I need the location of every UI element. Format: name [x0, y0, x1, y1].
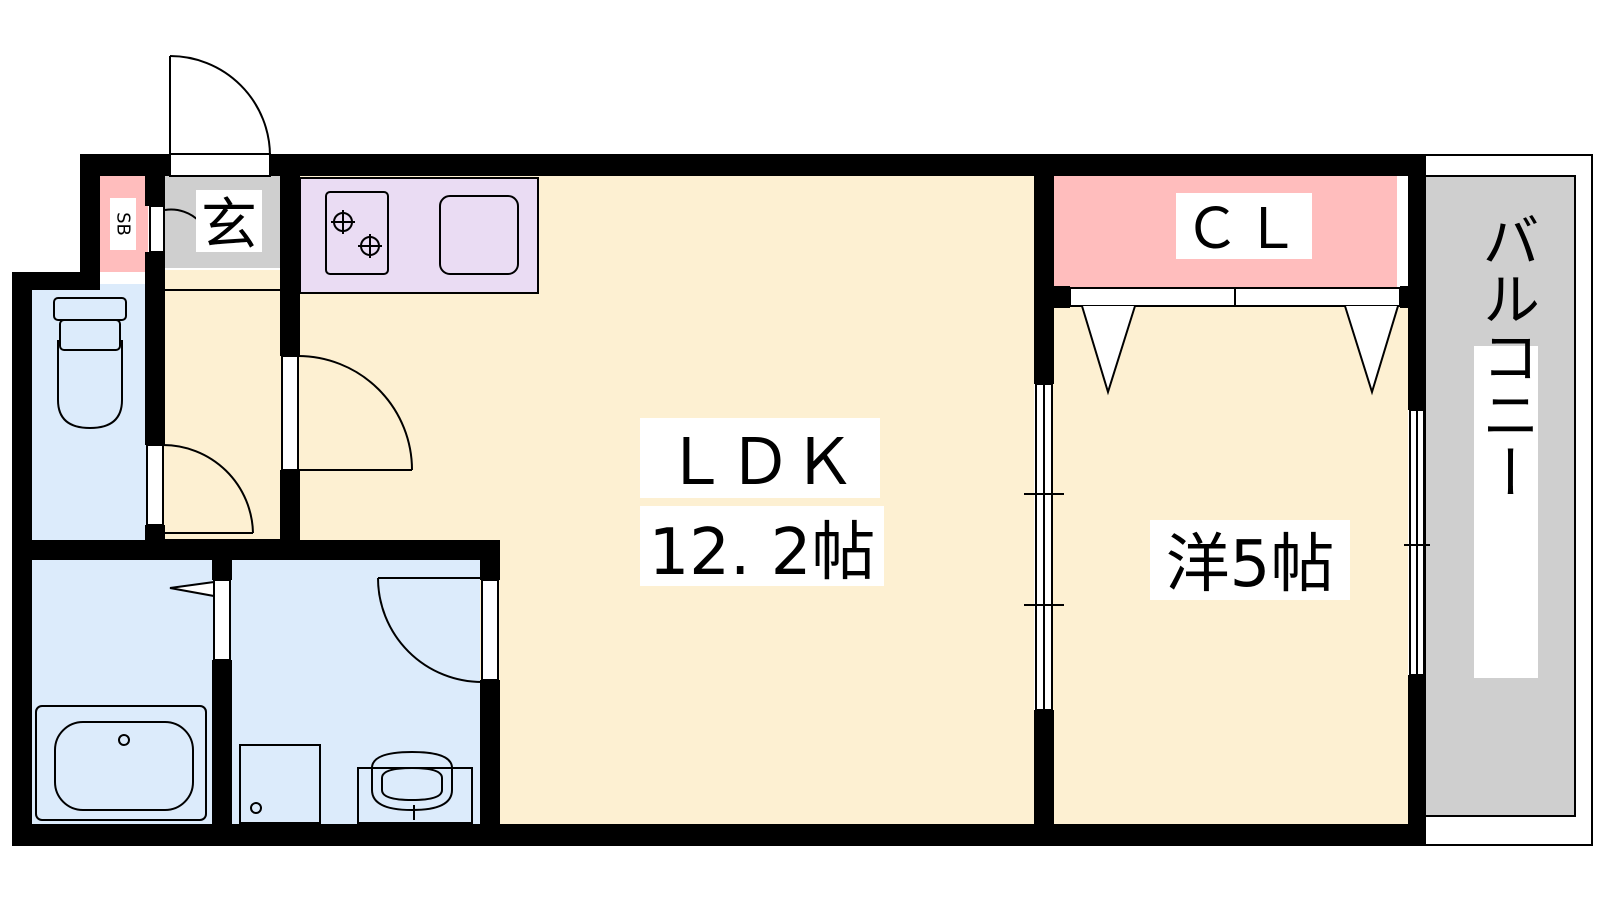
washing-machine-space-icon [239, 744, 321, 824]
balcony-label: バルコニー [1472, 211, 1540, 501]
hallway-floor [160, 270, 288, 540]
ldk-size-label: 12. 2帖 [649, 516, 876, 590]
kitchen-sink-icon [439, 195, 519, 275]
ldk-size-label-bg [640, 506, 884, 586]
ldk-name-label: ＬＤＫ [664, 426, 856, 500]
doors [146, 55, 1430, 711]
thin-walls [165, 289, 280, 541]
closet-label: ＣＬ [1184, 197, 1304, 262]
toilet-floor [30, 284, 150, 542]
shoe-box-label-bg [110, 198, 136, 250]
bathtub-icon [35, 705, 207, 821]
balcony-label-bg [1474, 346, 1538, 678]
bathroom-floor [30, 555, 215, 825]
walls [12, 154, 1426, 846]
washroom-floor [230, 555, 480, 825]
fixtures [35, 191, 519, 824]
closet-label-bg [1176, 193, 1312, 259]
entrance-label: 玄 [201, 193, 257, 258]
shoe-box-label: SB [113, 212, 134, 236]
western-room-label-bg [1150, 520, 1350, 600]
toilet-icon [53, 297, 127, 430]
ldk-name-label-bg [640, 418, 880, 498]
wash-basin-icon [357, 750, 473, 824]
western-room-label: 洋5帖 [1166, 528, 1335, 602]
stove-icon [325, 191, 389, 275]
entrance-label-bg [196, 190, 262, 252]
